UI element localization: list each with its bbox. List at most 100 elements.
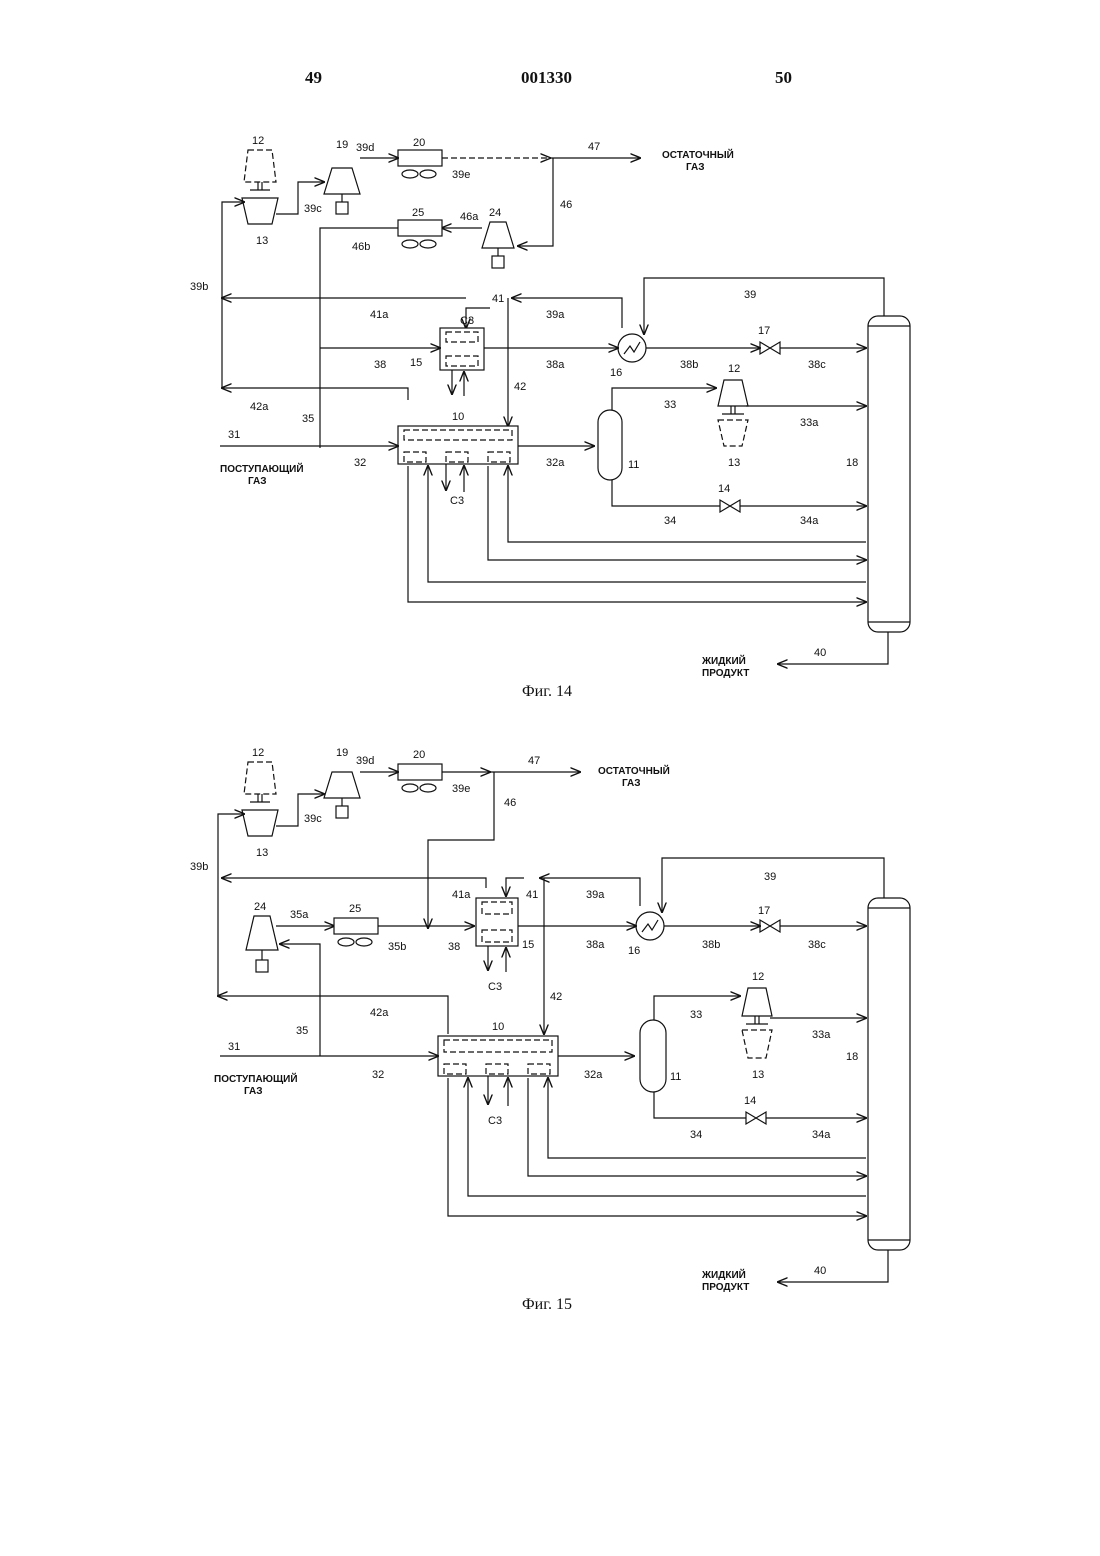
- valve-17: [760, 342, 780, 354]
- distillation-column-18: [868, 898, 910, 1250]
- stream-label: 39d: [356, 755, 374, 767]
- stream-label: 41a: [452, 889, 471, 901]
- refrigerant-label: C3: [460, 315, 474, 327]
- stream-label: 38a: [586, 939, 605, 951]
- equipment-label: 12: [728, 363, 740, 375]
- stream-label: 38c: [808, 359, 826, 371]
- equipment-label: 16: [610, 367, 622, 379]
- stream-label: 34a: [812, 1129, 831, 1141]
- separator-11: [640, 1020, 666, 1092]
- stream-label: 40: [814, 647, 826, 659]
- expander-12: [718, 380, 748, 446]
- document-number: 001330: [521, 68, 572, 88]
- compressor-24: [246, 916, 278, 972]
- stream-label: 34: [664, 515, 676, 527]
- equipment-label: 13: [752, 1069, 764, 1081]
- stream-label: 38: [374, 359, 386, 371]
- equipment-label: 25: [349, 903, 361, 915]
- expander-13: [242, 150, 278, 224]
- refrigerant-label: C3: [488, 1115, 502, 1127]
- stream-label: 42a: [370, 1007, 389, 1019]
- equipment-label: 15: [522, 939, 534, 951]
- compressor-19: [324, 168, 360, 214]
- stream-label: 41a: [370, 309, 389, 321]
- stream-label: 38b: [680, 359, 698, 371]
- stream-label: 31: [228, 429, 240, 441]
- equipment-label: 25: [412, 207, 424, 219]
- figure-15-diagram: 12 13 19 20 39d 39e 47 ОСТАТОЧНЫЙ ГАЗ 46…: [0, 738, 1100, 1298]
- equipment-label: 13: [728, 457, 740, 469]
- equipment-label: 18: [846, 457, 858, 469]
- stream-label: 31: [228, 1041, 240, 1053]
- equipment-label: 17: [758, 325, 770, 337]
- equipment-label: 11: [670, 1071, 681, 1083]
- equipment-label: 12: [252, 747, 264, 759]
- stream-label: 46: [560, 199, 572, 211]
- air-cooler-20: [398, 150, 442, 178]
- equipment-label: 16: [628, 945, 640, 957]
- stream-label: 46: [504, 797, 516, 809]
- liquid-product-label: ЖИДКИЙ: [701, 654, 746, 667]
- stream-label: 32a: [584, 1069, 603, 1081]
- equipment-label: 10: [452, 411, 464, 423]
- stream-label: 39a: [586, 889, 605, 901]
- liquid-product-label: ПРОДУКТ: [702, 1282, 749, 1293]
- equipment-label: 10: [492, 1021, 504, 1033]
- stream-label: 39b: [190, 281, 208, 293]
- equipment-label: 17: [758, 905, 770, 917]
- valve-14: [746, 1112, 766, 1124]
- inlet-gas-label: ГАЗ: [248, 476, 267, 487]
- stream-label: 39d: [356, 142, 374, 154]
- separator-11: [598, 410, 622, 480]
- stream-label: 40: [814, 1265, 826, 1277]
- stream-label: 46a: [460, 211, 479, 223]
- equipment-label: 20: [413, 749, 425, 761]
- stream-label: 38a: [546, 359, 565, 371]
- page-number-left: 49: [305, 68, 322, 88]
- stream-label: 39: [744, 289, 756, 301]
- stream-label: 35: [302, 413, 314, 425]
- compressor-19: [324, 772, 360, 818]
- equipment-label: 14: [744, 1095, 756, 1107]
- stream-label: 34: [690, 1129, 702, 1141]
- residual-gas-label: ОСТАТОЧНЫЙ: [598, 764, 670, 777]
- inlet-gas-label: ПОСТУПАЮЩИЙ: [220, 462, 304, 475]
- stream-label: 32a: [546, 457, 565, 469]
- equipment-label: 14: [718, 483, 730, 495]
- stream-label: 42a: [250, 401, 269, 413]
- stream-label: 34a: [800, 515, 819, 527]
- stream-label: 39: [764, 871, 776, 883]
- stream-label: 39c: [304, 813, 322, 825]
- stream-label: 42: [514, 381, 526, 393]
- figure-14-caption: Фиг. 14: [522, 683, 572, 701]
- inlet-gas-label: ПОСТУПАЮЩИЙ: [214, 1072, 298, 1085]
- equipment-label: 20: [413, 137, 425, 149]
- air-cooler-20: [398, 764, 442, 792]
- valve-17: [760, 920, 780, 932]
- stream-label: 38: [448, 941, 460, 953]
- liquid-product-label: ЖИДКИЙ: [701, 1268, 746, 1281]
- stream-label: 35b: [388, 941, 406, 953]
- stream-label: 39c: [304, 203, 322, 215]
- stream-label: 41: [492, 293, 504, 305]
- equipment-label: 11: [628, 459, 639, 471]
- compressor-24: [482, 222, 514, 268]
- heat-exchanger-10: [398, 426, 518, 492]
- stream-label: 41: [526, 889, 538, 901]
- reflux-exchanger-16: [618, 334, 646, 362]
- stream-label: 35: [296, 1025, 308, 1037]
- heat-exchanger-10: [438, 1036, 558, 1106]
- reflux-exchanger-16: [636, 912, 664, 940]
- stream-label: 35a: [290, 909, 309, 921]
- stream-label: 32: [354, 457, 366, 469]
- stream-label: 33: [690, 1009, 702, 1021]
- stream-label: 39e: [452, 783, 470, 795]
- liquid-product-label: ПРОДУКТ: [702, 668, 749, 679]
- page-number-right: 50: [775, 68, 792, 88]
- stream-label: 38b: [702, 939, 720, 951]
- stream-label: 33a: [812, 1029, 831, 1041]
- stream-label: 46b: [352, 241, 370, 253]
- residual-gas-label: ОСТАТОЧНЫЙ: [662, 148, 734, 161]
- stream-label: 33: [664, 399, 676, 411]
- residual-gas-label: ГАЗ: [622, 778, 641, 789]
